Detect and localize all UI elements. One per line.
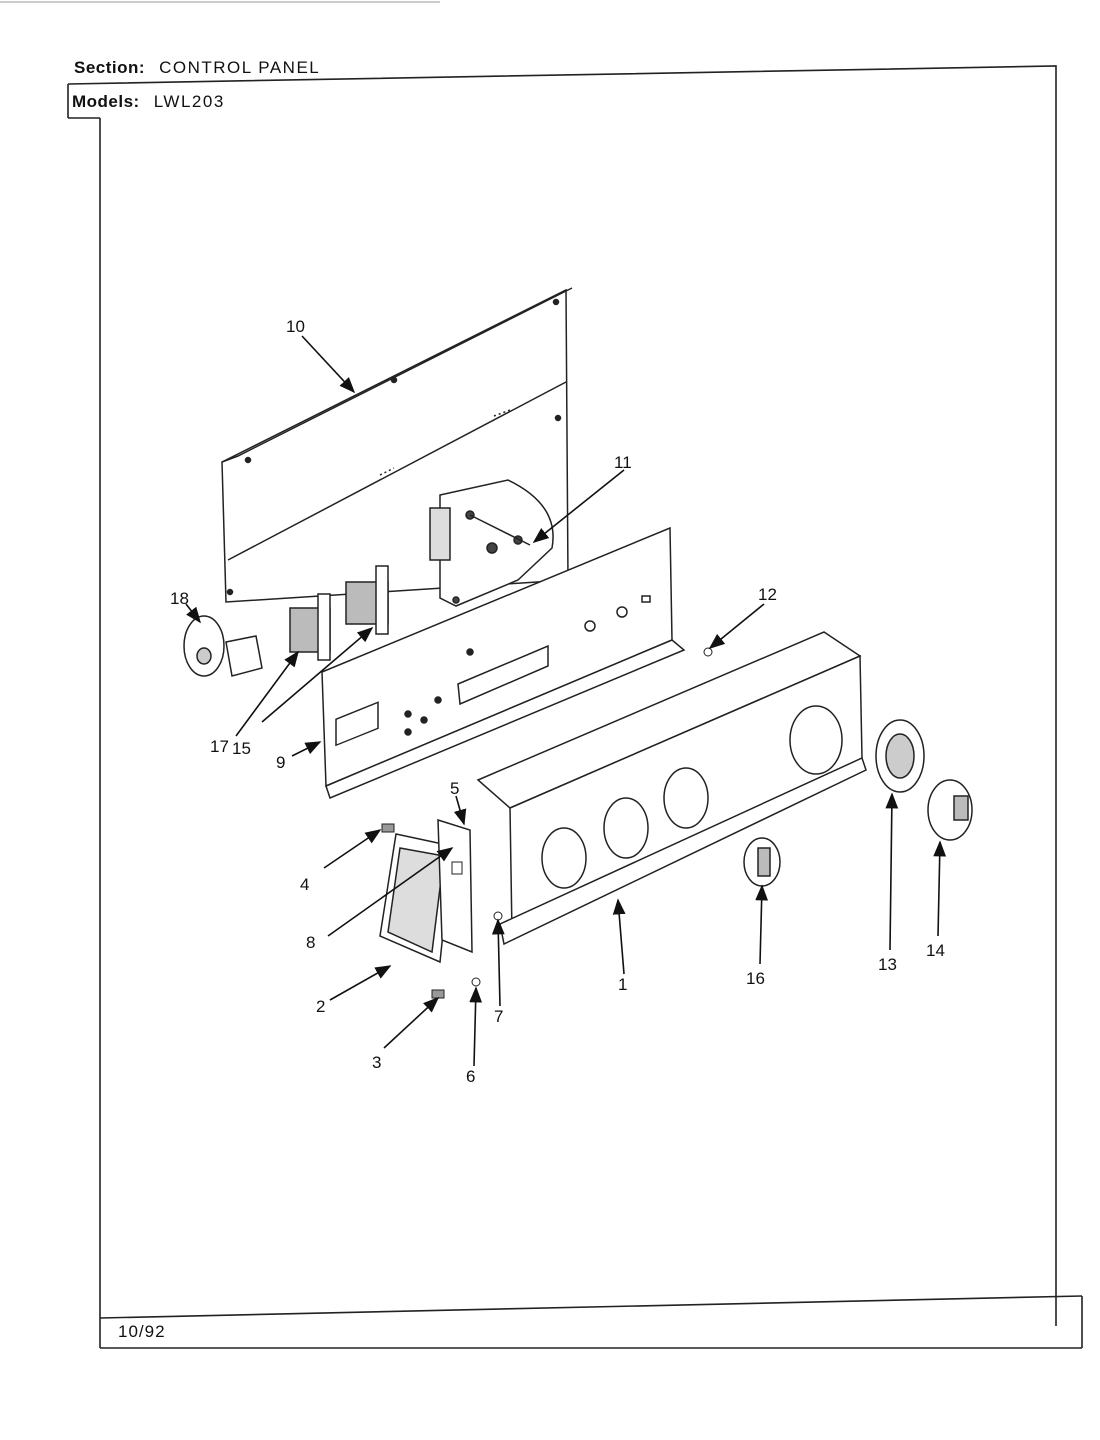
part-6-screw — [471, 977, 481, 987]
callout-12: 12 — [758, 585, 777, 604]
part-11-timer — [429, 479, 554, 607]
part-5-trim-strip — [437, 818, 473, 954]
part-16-knob — [743, 837, 781, 887]
callout-13: 13 — [878, 955, 897, 974]
part-9-panel-bracket — [321, 526, 686, 800]
part-2-end-cap — [379, 833, 453, 964]
revision-date: 10/92 — [118, 1322, 166, 1341]
callout-4: 4 — [300, 875, 309, 894]
callout-2: 2 — [316, 997, 325, 1016]
models-header: Models: LWL203 — [72, 92, 225, 112]
leader-lines — [185, 335, 947, 1067]
part-4-clip — [381, 823, 395, 833]
part-8-bracket — [451, 861, 463, 875]
callout-17: 17 — [210, 737, 229, 756]
callout-10: 10 — [286, 317, 305, 336]
models-value: LWL203 — [153, 92, 225, 111]
callout-18: 18 — [170, 589, 189, 608]
models-label: Models: — [72, 92, 140, 111]
callout-9: 9 — [276, 753, 285, 772]
callout-15: 15 — [232, 739, 251, 758]
callout-8: 8 — [306, 933, 315, 952]
callout-3: 3 — [372, 1053, 381, 1072]
section-header: Section: CONTROL PANEL — [74, 58, 320, 78]
callout-7: 7 — [494, 1007, 503, 1026]
part-1-console-panel — [476, 631, 867, 946]
section-label: Section: — [74, 58, 146, 77]
page-border — [67, 65, 1083, 1349]
callout-6: 6 — [466, 1067, 475, 1086]
part-12-screw — [703, 647, 713, 657]
part-15-switch — [345, 565, 389, 635]
callout-11: 11 — [614, 453, 632, 472]
callout-5: 5 — [450, 779, 459, 798]
part-14-knob — [927, 779, 973, 841]
part-3-clip — [431, 989, 445, 999]
part-7-screw — [493, 911, 503, 921]
callout-16: 16 — [746, 969, 765, 988]
callout-1: 1 — [618, 975, 627, 994]
part-17-switch — [289, 593, 331, 661]
part-18-switch — [183, 615, 263, 677]
section-value: CONTROL PANEL — [159, 58, 321, 77]
part-13-dial-skirt — [875, 719, 925, 793]
callout-14: 14 — [926, 941, 945, 960]
